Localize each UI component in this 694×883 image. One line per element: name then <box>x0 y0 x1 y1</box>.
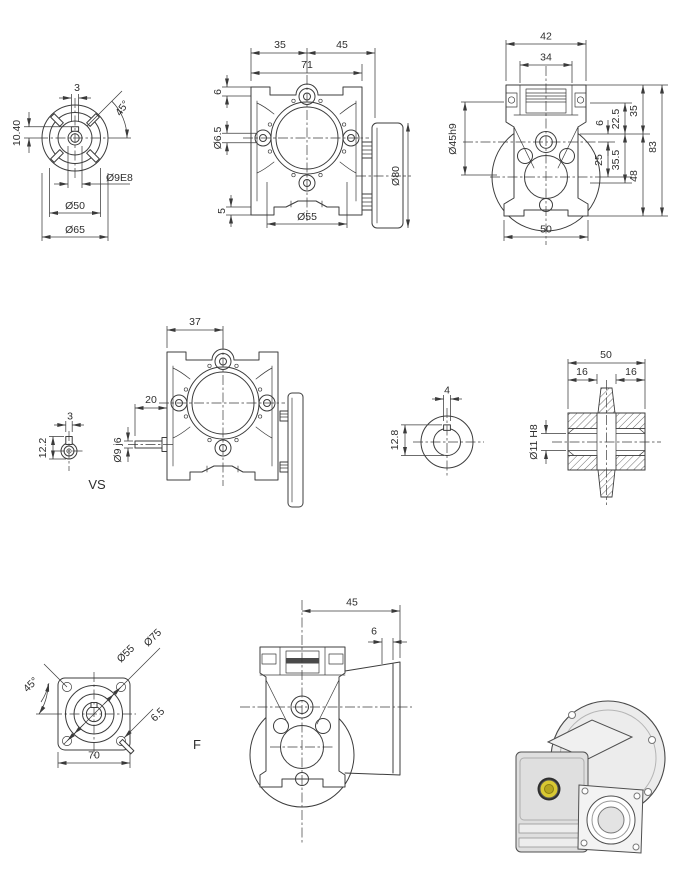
dim-w45: 45 <box>346 597 358 609</box>
dim-h6: 6 <box>594 120 606 126</box>
dim-bore: Ø9E8 <box>106 172 133 184</box>
view-vs-shaft-section: 3 12.2 VS <box>37 411 106 493</box>
dim-bolt-circle: Ø55 <box>297 211 317 223</box>
dim-outer-dia: Ø75 <box>142 627 165 650</box>
view-b-front: 35 45 71 6 Ø6.5 5 Ø55 Ø80 <box>212 39 411 229</box>
dim-h6: 6 <box>212 89 224 95</box>
dim-shaft-len: 20 <box>145 394 157 406</box>
dim-hole: 6.5 <box>148 705 167 724</box>
dim-w42: 42 <box>540 31 552 43</box>
view-output-bore-section: 4 12.8 <box>389 385 484 476</box>
dim-w70: 70 <box>88 750 100 762</box>
dim-key-width: 3 <box>74 82 80 94</box>
dim-h25: 25 <box>593 154 605 166</box>
dim-outer-dia: Ø65 <box>65 224 85 236</box>
dim-bolt-circle: Ø50 <box>65 200 85 212</box>
dim-angle: 45° <box>113 98 132 118</box>
dim-w16-right: 16 <box>625 366 637 378</box>
label-f: F <box>193 737 201 752</box>
dim-w35: 35 <box>274 39 286 51</box>
dim-w34: 34 <box>540 52 552 64</box>
dim-flange-dia: Ø80 <box>390 166 402 186</box>
dim-bore: Ø11 H8 <box>528 424 540 460</box>
dim-h35: 35 <box>628 105 640 117</box>
view-hub-section: 50 16 16 Ø11 H8 <box>528 349 661 505</box>
dim-hole-dia: Ø6.5 <box>212 126 224 149</box>
dim-key-offset: 10.40 <box>11 120 23 146</box>
dim-shaft-dia: Ø9 j6 <box>112 437 124 462</box>
view-b-side: 42 34 Ø45h9 6 25 22.5 35.5 35 48 83 50 <box>447 31 668 245</box>
label-vs: VS <box>88 477 106 492</box>
dim-key-width: 3 <box>67 411 73 423</box>
view-vs-front: 37 20 Ø9 j6 <box>112 316 304 508</box>
dim-key-depth: 12.8 <box>389 430 401 451</box>
dim-w50: 50 <box>540 224 552 236</box>
view-f-side: 45 6 <box>240 597 412 845</box>
dim-h83: 83 <box>647 141 659 153</box>
gearbox-photo <box>515 700 666 854</box>
dim-key-depth: 12.2 <box>37 438 49 459</box>
dim-w50: 50 <box>600 349 612 361</box>
view-f-flange-face: Ø75 Ø55 45° 6.5 70 F <box>21 627 201 768</box>
dim-w16-left: 16 <box>576 366 588 378</box>
dim-h5: 5 <box>216 208 228 214</box>
dim-angle: 45° <box>21 675 41 695</box>
dim-key-width: 4 <box>444 385 450 397</box>
dim-spigot-dia: Ø55 <box>115 643 138 666</box>
view-b-flange-face: 3 10.40 45° Ø9E8 Ø50 Ø65 <box>11 82 133 241</box>
dim-w45: 45 <box>336 39 348 51</box>
dim-h22-5: 22.5 <box>610 109 622 130</box>
dim-h48: 48 <box>628 170 640 182</box>
dim-h35-5: 35.5 <box>610 150 622 171</box>
dim-w6: 6 <box>371 626 377 638</box>
dim-spigot: Ø45h9 <box>447 123 459 155</box>
dim-w71: 71 <box>301 59 313 71</box>
dim-w37: 37 <box>189 316 201 328</box>
